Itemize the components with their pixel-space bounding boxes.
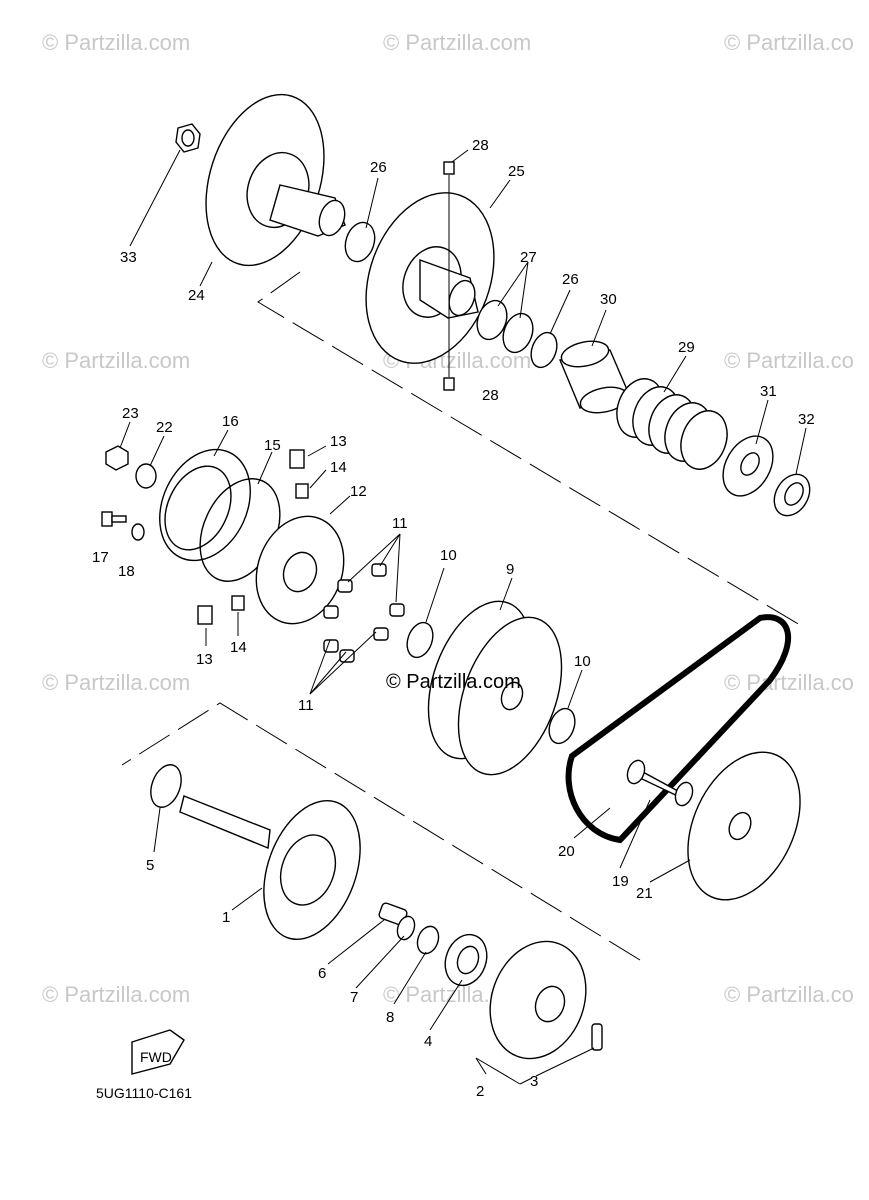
- fwd-arrow-icon: FWD: [131, 1029, 185, 1075]
- sheave-21: [687, 751, 801, 901]
- callout-11: 11: [392, 515, 408, 532]
- sheave-25: [365, 192, 495, 364]
- callout-5: 5: [146, 857, 154, 874]
- callout-28: 28: [472, 137, 489, 154]
- bolt-17: [101, 511, 127, 527]
- callout-9: 9: [506, 561, 514, 578]
- callout-7: 7: [350, 989, 358, 1006]
- callout-14: 14: [330, 459, 347, 476]
- roller-11: [323, 563, 405, 663]
- shaft-1: [179, 795, 361, 941]
- callout-29: 29: [678, 339, 695, 356]
- o-ring-27: [502, 312, 534, 354]
- callout-28: 28: [482, 387, 499, 404]
- leader-lines: [119, 149, 807, 1085]
- callout-13: 13: [330, 433, 347, 450]
- slider-13: [289, 449, 305, 469]
- washer-7: [396, 915, 416, 941]
- watermark: © Partzilla.co: [724, 30, 854, 55]
- callout-8: 8: [386, 1009, 394, 1026]
- callout-layer: 33 24 26 28 25 27 26 30 28 29 31 32 23 2…: [92, 137, 815, 1100]
- nut-33: [175, 123, 201, 153]
- collar-19: [626, 759, 694, 807]
- pin-28: [443, 161, 455, 391]
- spring-3: [591, 1023, 603, 1051]
- cover-16: [159, 448, 251, 562]
- callout-13: 13: [196, 651, 213, 668]
- watermark: © Partzilla.com: [42, 982, 190, 1007]
- guide-14: [231, 595, 245, 611]
- callout-16: 16: [222, 413, 239, 430]
- callout-26: 26: [562, 271, 579, 288]
- guide-14: [295, 483, 309, 499]
- nut-8: [416, 925, 440, 955]
- spring-29: [616, 378, 728, 470]
- callout-30: 30: [600, 291, 617, 308]
- center-watermark: © Partzilla.com: [386, 671, 521, 693]
- callout-19: 19: [612, 873, 629, 890]
- washer-31: [722, 435, 774, 497]
- callout-24: 24: [188, 287, 205, 304]
- callout-14: 14: [230, 639, 247, 656]
- watermark: © Partzilla.co: [724, 670, 854, 695]
- bearing-4: [444, 933, 488, 987]
- callout-3: 3: [530, 1073, 538, 1090]
- callout-11: 11: [298, 697, 314, 714]
- circlip-5: [150, 764, 182, 808]
- assembly-outline: [121, 271, 801, 961]
- watermark: © Partzilla.com: [42, 30, 190, 55]
- callout-26: 26: [370, 159, 387, 176]
- watermark: © Partzilla.co: [724, 348, 854, 373]
- sheave-9: [427, 600, 563, 776]
- fwd-label: FWD: [140, 1049, 172, 1065]
- o-ring-27: [476, 299, 508, 341]
- callout-2: 2: [476, 1083, 484, 1100]
- callout-18: 18: [118, 563, 135, 580]
- callout-10: 10: [440, 547, 457, 564]
- callout-25: 25: [508, 163, 525, 180]
- clutch-carrier-2: [489, 940, 587, 1060]
- sheave-24: [205, 93, 346, 267]
- watermark: © Partzilla.com: [42, 348, 190, 373]
- seal-32: [773, 473, 811, 517]
- slider-13: [197, 605, 213, 625]
- callout-21: 21: [636, 885, 653, 902]
- washer-22: [135, 463, 157, 489]
- callout-32: 32: [798, 411, 815, 428]
- callout-33: 33: [120, 249, 137, 266]
- collar-30: [559, 340, 629, 414]
- callout-10: 10: [574, 653, 591, 670]
- callout-17: 17: [92, 549, 109, 566]
- watermark: © Partzilla.com: [42, 670, 190, 695]
- callout-27: 27: [520, 249, 537, 266]
- callout-23: 23: [122, 405, 139, 422]
- reference-code: 5UG1110-C161: [96, 1085, 192, 1101]
- callout-4: 4: [424, 1033, 432, 1050]
- callout-12: 12: [350, 483, 367, 500]
- callout-15: 15: [264, 437, 281, 454]
- callout-6: 6: [318, 965, 326, 982]
- cam-12: [255, 515, 345, 625]
- callout-31: 31: [760, 383, 777, 400]
- ring-26: [344, 221, 376, 263]
- callout-22: 22: [156, 419, 173, 436]
- ring-10: [548, 707, 576, 745]
- callout-1: 1: [222, 909, 230, 926]
- watermark: © Partzilla.co: [724, 982, 854, 1007]
- callout-20: 20: [558, 843, 575, 860]
- washer-18: [131, 523, 145, 541]
- belt-20: [565, 614, 791, 844]
- ring-10: [406, 621, 434, 659]
- watermark: © Partzilla.com: [383, 30, 531, 55]
- nut-23: [105, 445, 129, 471]
